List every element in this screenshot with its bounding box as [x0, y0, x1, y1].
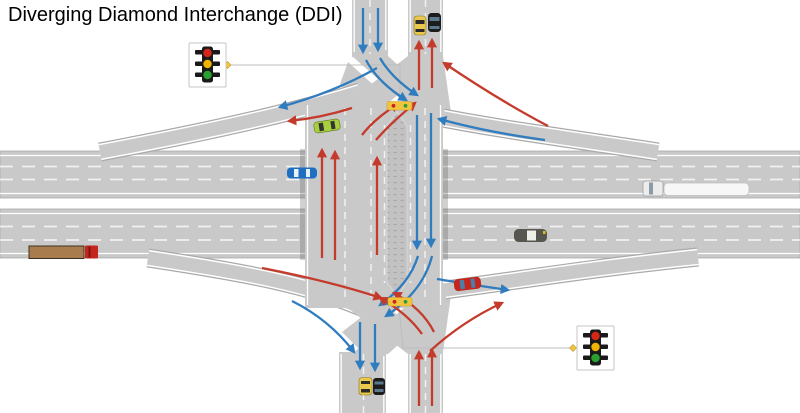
arrow-eastbound-exit-to-northbound: [261, 266, 384, 301]
vehicle-yellow-car-northbound: [413, 15, 427, 36]
signal-green-dot: [403, 299, 408, 304]
traffic-light-icon-southeast: [576, 325, 615, 371]
bridge-shadow: [300, 149, 448, 260]
arrow-northbound-right-turn-to-eastbound: [429, 301, 505, 352]
vehicle-yellow-car-southbound: [358, 377, 373, 396]
ramp-westbound-onramp: [98, 62, 388, 162]
flow-arrows-northbound: [261, 37, 549, 406]
bridge-deck: [305, 103, 443, 308]
arrow-northbound-left-turn-to-westbound: [286, 106, 353, 126]
vehicle-dark-car-eastbound: [514, 229, 547, 242]
northbound-crossover-band-south: [345, 306, 443, 354]
bridge-median-island: [386, 111, 408, 297]
signal-green-dot: [403, 103, 408, 108]
arrow-eastbound-exit-to-southbound: [291, 299, 356, 354]
vehicle-black-car-northbound: [428, 13, 441, 32]
vehicle-white-semi-truck-westbound: [642, 180, 750, 197]
arrow-westbound-exit-to-northbound: [442, 61, 549, 128]
vehicle-red-car-eastbound-onramp: [453, 276, 482, 292]
vehicle-blue-car-westbound: [287, 167, 317, 179]
signal-red-dot: [392, 299, 397, 304]
cross-street-lane-markings: [306, 0, 442, 413]
leader-line-south: [398, 307, 577, 352]
traffic-light-icon-northwest: [188, 42, 227, 88]
vehicle-black-car-southbound: [373, 378, 385, 395]
page-title: Diverging Diamond Interchange (DDI): [8, 4, 343, 26]
vehicle-green-car-westbound-onramp: [313, 118, 341, 134]
crossover-signal-south: [387, 297, 413, 307]
arrow-westbound-exit-to-southbound: [436, 116, 546, 142]
vehicle-brown-truck-eastbound: [28, 245, 98, 259]
crossover-signal-north: [386, 101, 413, 111]
signal-red-dot: [391, 103, 396, 108]
arrow-southbound-right-turn-to-westbound: [277, 66, 378, 110]
ramp-eastbound-onramp: [408, 247, 699, 352]
